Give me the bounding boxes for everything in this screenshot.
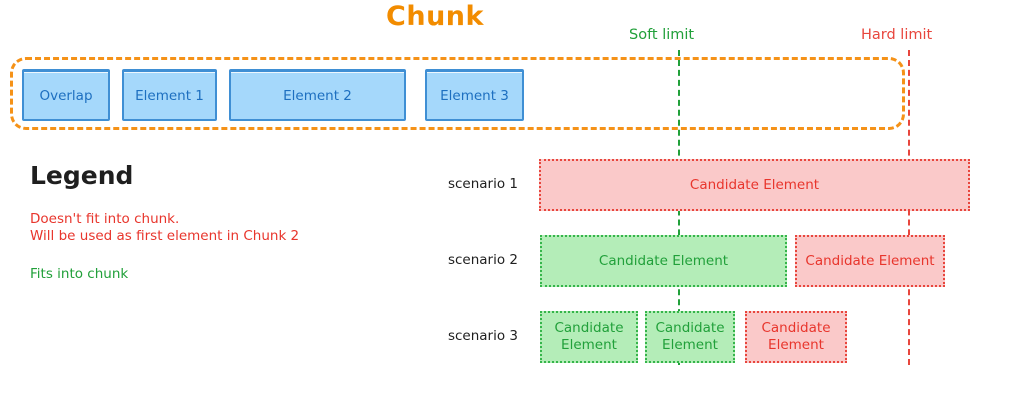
candidate-element-box: Candidate Element bbox=[540, 235, 787, 287]
legend-title: Legend bbox=[30, 161, 134, 190]
chunk-element-box: Element 1 bbox=[122, 69, 217, 121]
candidate-element-box: Candidate Element bbox=[539, 159, 970, 211]
candidate-element-label: Candidate Element bbox=[598, 252, 729, 269]
scenario-label: scenario 1 bbox=[447, 176, 518, 192]
scenario-label: scenario 2 bbox=[447, 252, 518, 268]
scenario-label: scenario 3 bbox=[447, 328, 518, 344]
legend-no-fit-text: Doesn't fit into chunk. Will be used as … bbox=[30, 211, 299, 245]
chunk-element-label: Element 1 bbox=[135, 87, 204, 104]
legend-fits-text: Fits into chunk bbox=[30, 266, 129, 282]
candidate-element-box: Candidate Element bbox=[645, 311, 735, 363]
chunk-element-label: Overlap bbox=[39, 87, 93, 104]
candidate-element-box: Candidate Element bbox=[795, 235, 945, 287]
chunk-container bbox=[10, 57, 905, 130]
chunk-element-box: Element 3 bbox=[425, 69, 524, 121]
legend-no-fit-line-2: Will be used as first element in Chunk 2 bbox=[30, 228, 300, 244]
candidate-element-box: Candidate Element bbox=[540, 311, 638, 363]
candidate-element-box: Candidate Element bbox=[745, 311, 847, 363]
chunk-title: Chunk bbox=[386, 1, 484, 32]
chunk-element-label: Element 3 bbox=[440, 87, 509, 104]
chunk-element-box: Overlap bbox=[22, 69, 110, 121]
candidate-element-label: Candidate Element bbox=[554, 320, 624, 353]
chunk-element-label: Element 2 bbox=[283, 87, 352, 104]
candidate-element-label: Candidate Element bbox=[655, 320, 725, 353]
chunk-element-box: Element 2 bbox=[229, 69, 406, 121]
hard-limit-label: Hard limit bbox=[861, 27, 933, 43]
candidate-element-label: Candidate Element bbox=[761, 320, 831, 353]
soft-limit-label: Soft limit bbox=[629, 27, 695, 43]
legend-no-fit-line-1: Doesn't fit into chunk. bbox=[30, 211, 180, 227]
candidate-element-label: Candidate Element bbox=[689, 176, 820, 193]
candidate-element-label: Candidate Element bbox=[805, 252, 935, 269]
